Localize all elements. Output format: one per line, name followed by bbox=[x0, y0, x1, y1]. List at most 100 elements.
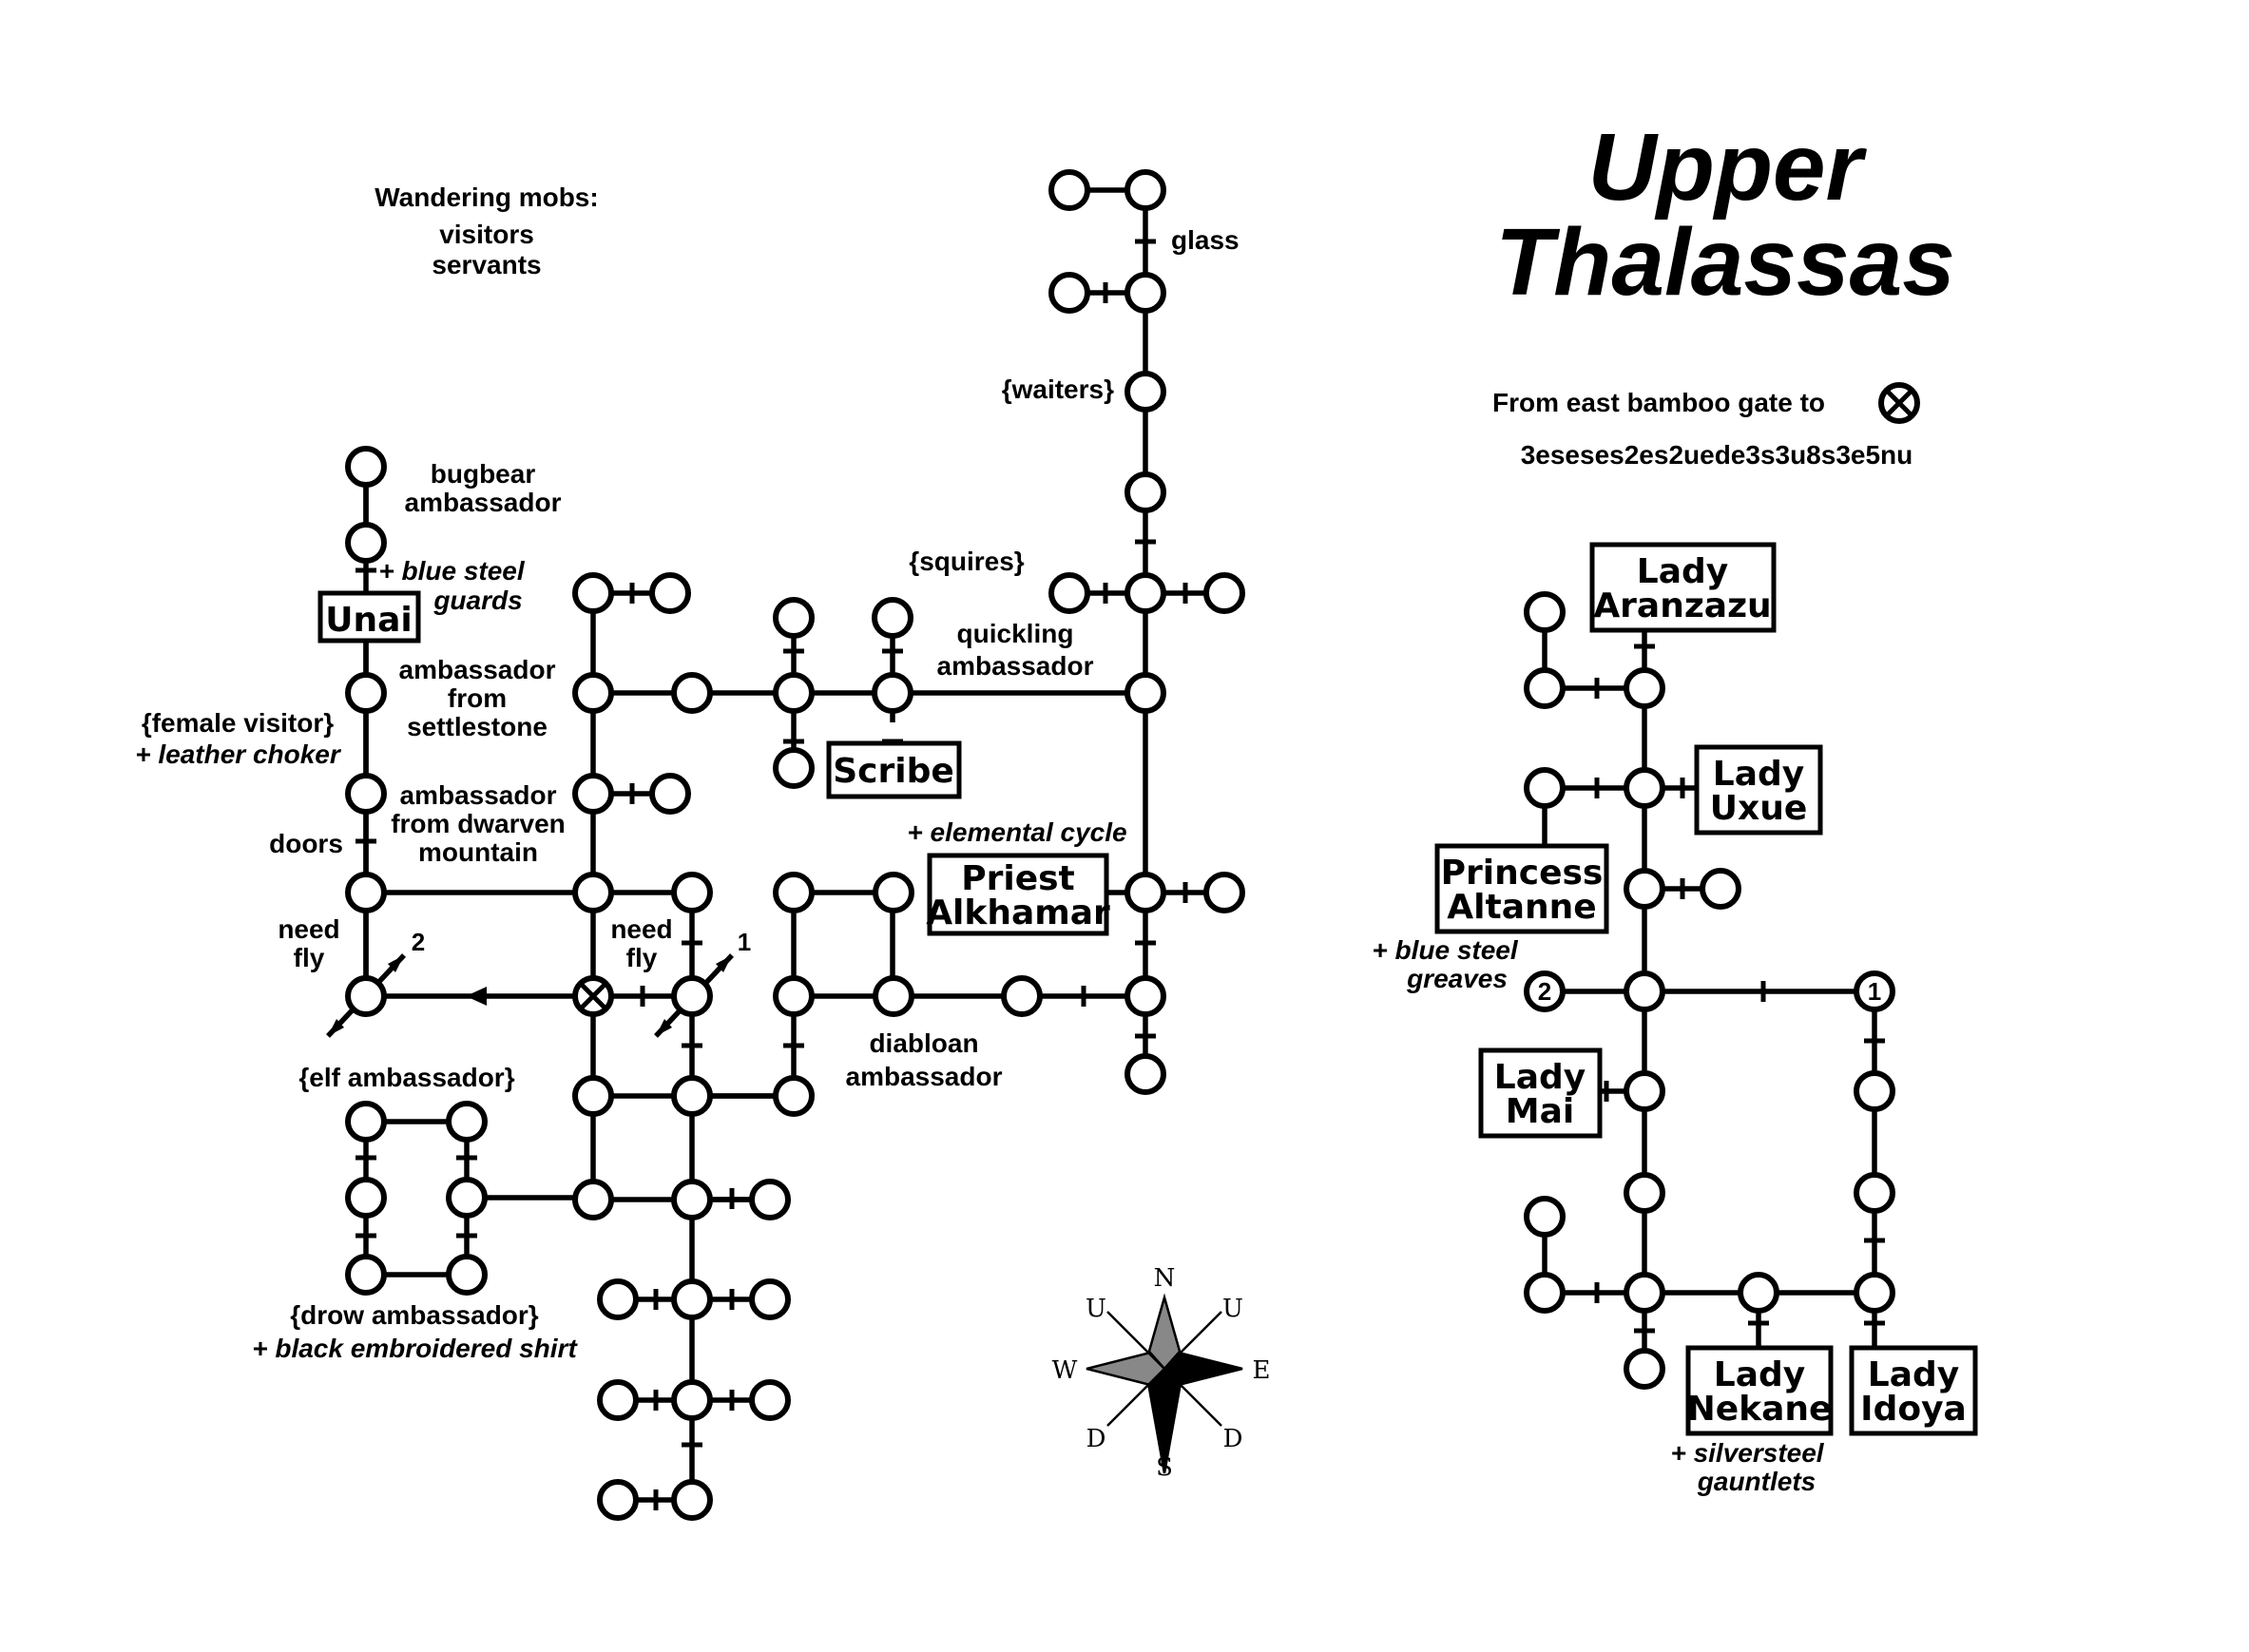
npc-unai-label: Unai bbox=[325, 601, 413, 640]
room bbox=[1524, 1196, 1566, 1238]
one-way-arrow bbox=[466, 987, 487, 1006]
start-room-marker bbox=[572, 975, 614, 1017]
compass-s: S bbox=[1156, 1453, 1173, 1482]
room bbox=[572, 1075, 614, 1117]
npc-aranzazu-label-1: Lady bbox=[1637, 552, 1728, 591]
npc-priest-alkhamar: Priest Alkhamar bbox=[926, 853, 1110, 936]
route-target-icon bbox=[1878, 382, 1920, 424]
npc-scribe-label: Scribe bbox=[833, 752, 954, 791]
label-greaves-1: + blue steel bbox=[1372, 935, 1519, 965]
room bbox=[345, 975, 387, 1017]
label-need-fly-center-1: need bbox=[610, 914, 672, 944]
npc-mai-label-2: Mai bbox=[1506, 1092, 1574, 1131]
room bbox=[1524, 667, 1566, 709]
room bbox=[1624, 1348, 1665, 1390]
room bbox=[671, 1479, 713, 1521]
label-exit-2: 2 bbox=[412, 928, 425, 956]
label-squires: {squires} bbox=[909, 547, 1024, 576]
npc-nekane-label-2: Nekane bbox=[1687, 1390, 1833, 1429]
room bbox=[671, 672, 713, 714]
room bbox=[597, 1479, 639, 1521]
map-labels: Upper Thalassas Wandering mobs: visitors… bbox=[135, 114, 1955, 1496]
room bbox=[1700, 868, 1741, 910]
npc-lady-uxue: Lady Uxue bbox=[1694, 744, 1823, 836]
route-text: From east bamboo gate to bbox=[1492, 388, 1825, 417]
room bbox=[1738, 1272, 1779, 1314]
label-dwarven-3: mountain bbox=[418, 837, 538, 867]
compass-rose: N S E W U U D D bbox=[1052, 1264, 1271, 1482]
label-dwarven-1: ambassador bbox=[400, 780, 557, 810]
room bbox=[446, 1254, 488, 1296]
label-settlestone-3: settlestone bbox=[407, 712, 548, 741]
npc-lady-aranzazu: Lady Aranzazu bbox=[1589, 542, 1777, 633]
room bbox=[1124, 272, 1166, 314]
room bbox=[572, 572, 614, 614]
room bbox=[671, 975, 713, 1017]
room bbox=[1124, 169, 1166, 211]
npc-lady-idoya: Lady Idoya bbox=[1849, 1345, 1978, 1436]
room bbox=[671, 1075, 713, 1117]
room bbox=[1048, 272, 1090, 314]
room bbox=[345, 1101, 387, 1143]
room bbox=[1124, 872, 1166, 913]
label-drow-ambassador: {drow ambassador} bbox=[290, 1300, 539, 1330]
npc-altanne-label-2: Altanne bbox=[1447, 888, 1596, 927]
room bbox=[597, 1278, 639, 1320]
wandering-line-1: visitors bbox=[439, 220, 534, 249]
room bbox=[749, 1179, 791, 1220]
room bbox=[1854, 1070, 1895, 1112]
room bbox=[345, 672, 387, 714]
compass-n: N bbox=[1154, 1264, 1176, 1293]
npc-uxue-label-1: Lady bbox=[1713, 755, 1804, 794]
label-elf-ambassador: {elf ambassador} bbox=[298, 1063, 514, 1092]
npc-princess-altanne: Princess Altanne bbox=[1434, 843, 1609, 934]
npc-uxue-label-2: Uxue bbox=[1710, 789, 1808, 828]
room bbox=[345, 773, 387, 815]
npc-mai-label-1: Lady bbox=[1494, 1058, 1586, 1097]
label-quickling-2: ambassador bbox=[937, 651, 1094, 681]
label-elemental-cycle: + elemental cycle bbox=[907, 817, 1126, 847]
label-gauntlets-2: gauntlets bbox=[1697, 1467, 1816, 1496]
room bbox=[1624, 970, 1665, 1012]
room bbox=[773, 747, 815, 789]
exit-marker-2 bbox=[1524, 970, 1566, 1012]
label-settlestone-2: from bbox=[448, 683, 507, 713]
npc-priest-label-2: Alkhamar bbox=[926, 893, 1110, 932]
npc-idoya-label-2: Idoya bbox=[1860, 1390, 1967, 1429]
label-waiters: {waiters} bbox=[1002, 375, 1114, 404]
room bbox=[345, 446, 387, 488]
room bbox=[572, 672, 614, 714]
room bbox=[1124, 1053, 1166, 1095]
room bbox=[773, 1075, 815, 1117]
room bbox=[773, 975, 815, 1017]
room bbox=[1624, 1070, 1665, 1112]
label-need-fly-left-1: need bbox=[278, 914, 339, 944]
room bbox=[1624, 1172, 1665, 1214]
npc-boxes: Unai Scribe Priest Alkhamar Lady Aranzaz… bbox=[317, 542, 1978, 1436]
npc-scribe: Scribe bbox=[826, 740, 962, 799]
room bbox=[1124, 975, 1166, 1017]
npc-altanne-label-1: Princess bbox=[1441, 854, 1604, 893]
compass-star-icon bbox=[1086, 1293, 1243, 1474]
room bbox=[773, 872, 815, 913]
npc-priest-label-1: Priest bbox=[961, 859, 1075, 898]
room bbox=[1854, 1172, 1895, 1214]
room bbox=[671, 1379, 713, 1421]
room bbox=[1203, 872, 1245, 913]
room bbox=[1624, 1272, 1665, 1314]
room bbox=[1124, 572, 1166, 614]
npc-idoya-label-1: Lady bbox=[1868, 1355, 1959, 1394]
wandering-heading: Wandering mobs: bbox=[375, 182, 598, 212]
room bbox=[572, 773, 614, 815]
label-settlestone-1: ambassador bbox=[399, 655, 556, 684]
room bbox=[345, 872, 387, 913]
compass-w: W bbox=[1052, 1356, 1078, 1385]
room bbox=[1854, 1272, 1895, 1314]
room bbox=[671, 872, 713, 913]
label-greaves-2: greaves bbox=[1406, 964, 1508, 993]
label-bugbear-2: ambassador bbox=[405, 488, 562, 517]
map-rooms bbox=[345, 169, 1895, 1521]
label-black-shirt: + black embroidered shirt bbox=[252, 1334, 578, 1363]
compass-d-right: D bbox=[1223, 1425, 1243, 1453]
